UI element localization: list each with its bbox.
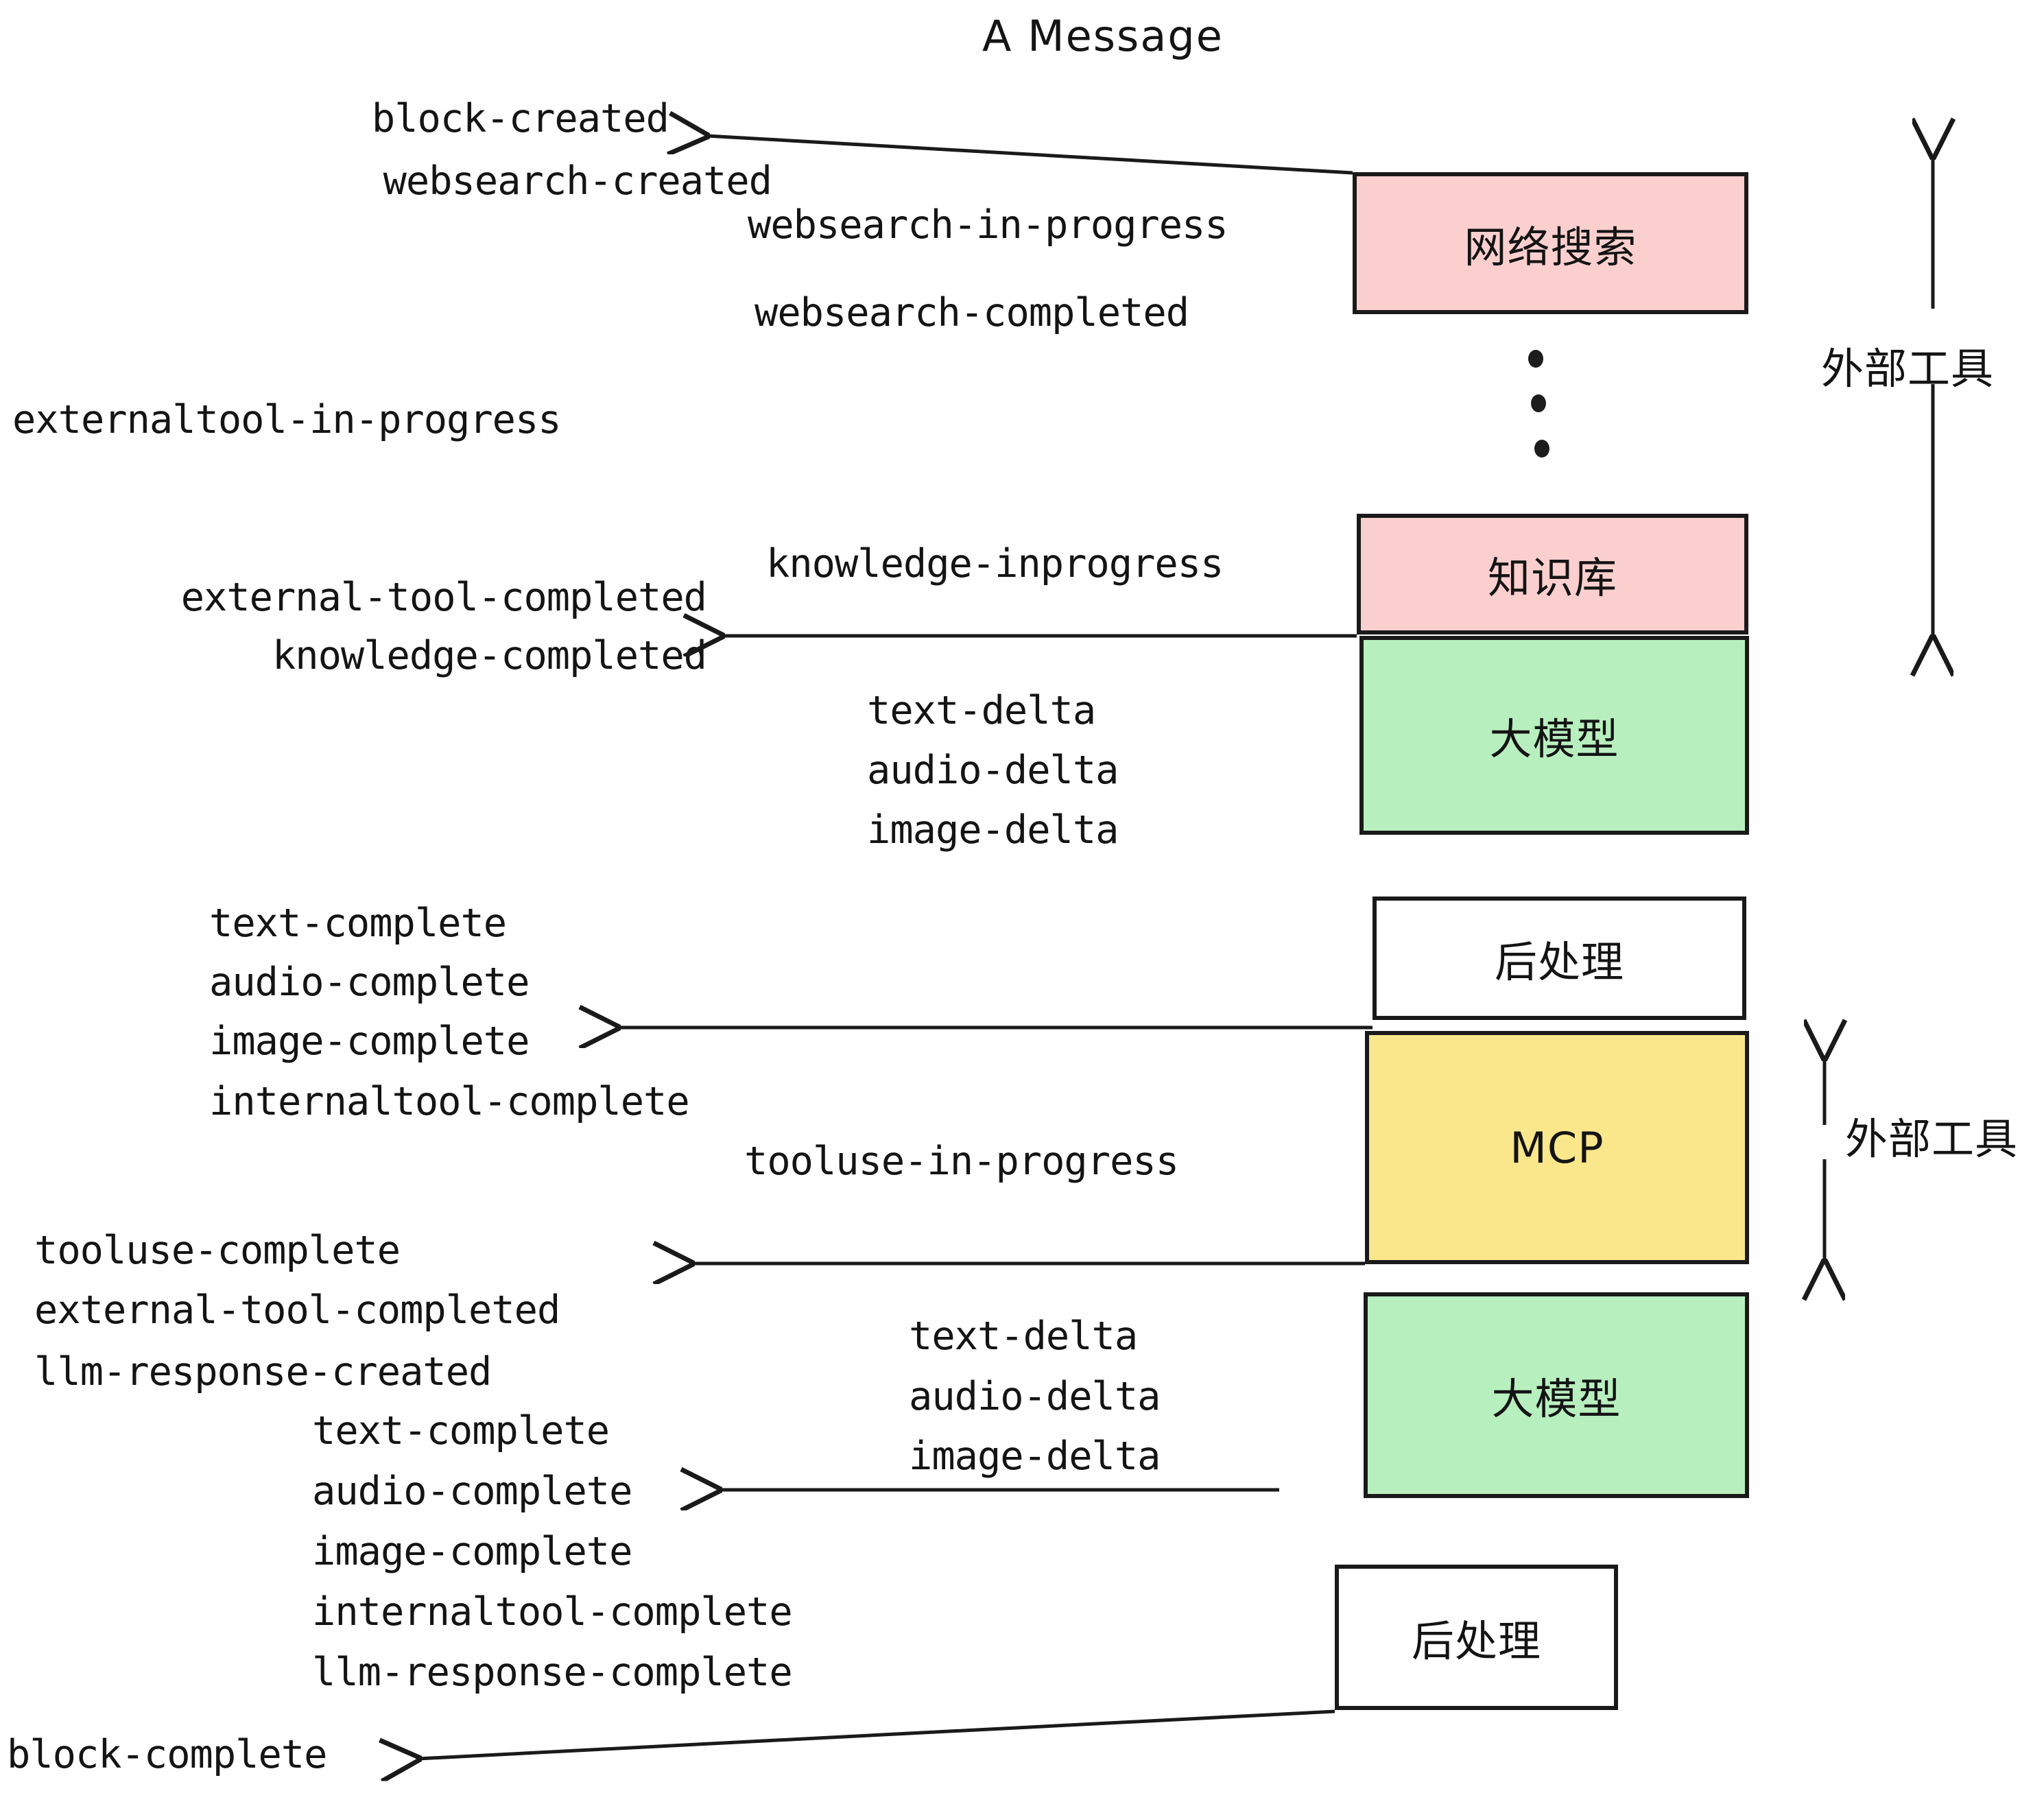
box-llm-2-label: 大模型 (1491, 1374, 1621, 1424)
event-external-tool-completed-2: external-tool-completed (34, 1287, 560, 1333)
event-text-delta-2: text-delta (909, 1314, 1138, 1359)
event-image-complete-2: image-complete (312, 1529, 632, 1574)
event-knowledge-inprogress: knowledge-inprogress (766, 541, 1224, 586)
event-audio-delta-1: audio-delta (867, 748, 1119, 793)
box-websearch-label: 网络搜索 (1464, 222, 1637, 272)
event-image-delta-2: image-delta (909, 1434, 1161, 1479)
event-internaltool-complete-1: internaltool-complete (209, 1079, 690, 1124)
diagram-title: A Message (982, 11, 1224, 61)
box-knowledge-label: 知识库 (1487, 553, 1617, 603)
box-postprocess-2-label: 后处理 (1411, 1616, 1541, 1666)
event-knowledge-completed: knowledge-completed (272, 633, 707, 678)
event-audio-complete-2: audio-complete (312, 1469, 632, 1514)
ellipsis-dot-1 (1528, 350, 1543, 368)
arrow-postprocess2-to-block-complete (418, 1709, 1335, 1759)
box-websearch[interactable]: 网络搜索 (1353, 172, 1748, 314)
event-llm-response-complete: llm-response-complete (312, 1650, 793, 1695)
box-llm-2[interactable]: 大模型 (1364, 1292, 1749, 1498)
event-audio-complete-1: audio-complete (209, 960, 530, 1005)
event-image-delta-1: image-delta (867, 807, 1119, 853)
event-tooluse-in-progress: tooluse-in-progress (744, 1139, 1179, 1184)
box-knowledge[interactable]: 知识库 (1357, 514, 1748, 634)
ellipsis-dot-3 (1534, 440, 1549, 458)
group-label-external-tool-top: 外部工具 (1821, 344, 1995, 394)
box-llm-1[interactable]: 大模型 (1359, 636, 1749, 835)
event-block-complete: block-complete (7, 1732, 327, 1777)
box-mcp[interactable]: MCP (1365, 1031, 1749, 1264)
ellipsis-dot-2 (1531, 394, 1546, 412)
event-external-tool-completed-1: external-tool-completed (180, 575, 707, 620)
event-internaltool-complete-2: internaltool-complete (312, 1589, 793, 1635)
event-tooluse-complete: tooluse-complete (34, 1228, 401, 1273)
event-text-complete-2: text-complete (312, 1408, 610, 1453)
event-block-created: block-created (371, 96, 669, 141)
group-label-external-tool-bottom: 外部工具 (1845, 1114, 2019, 1164)
event-websearch-in-progress: websearch-in-progress (748, 202, 1228, 248)
event-image-complete-1: image-complete (209, 1019, 530, 1064)
box-postprocess-2[interactable]: 后处理 (1335, 1565, 1618, 1710)
event-text-complete-1: text-complete (209, 901, 507, 946)
box-postprocess-1[interactable]: 后处理 (1372, 897, 1746, 1020)
event-externaltool-in-progress: externaltool-in-progress (12, 397, 562, 442)
event-audio-delta-2: audio-delta (909, 1374, 1161, 1419)
event-text-delta-1: text-delta (867, 688, 1096, 733)
arrow-websearch-to-created (706, 136, 1353, 175)
event-llm-response-created: llm-response-created (34, 1349, 492, 1394)
event-websearch-completed: websearch-completed (754, 290, 1189, 335)
box-llm-1-label: 大模型 (1489, 714, 1619, 764)
box-mcp-label: MCP (1510, 1122, 1604, 1173)
event-websearch-created: websearch-created (383, 158, 772, 204)
box-postprocess-1-label: 后处理 (1494, 937, 1624, 987)
